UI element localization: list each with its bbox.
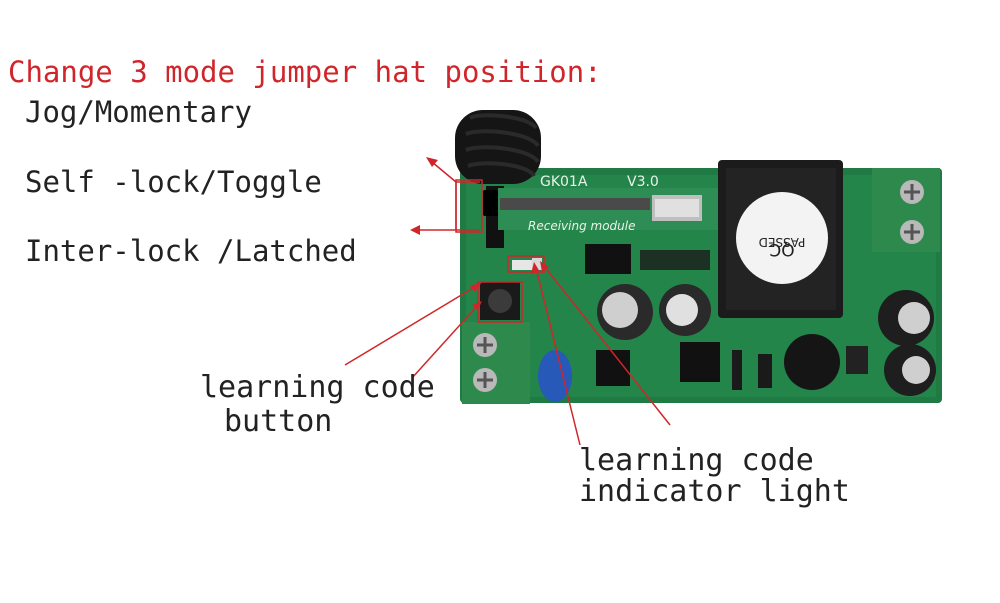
- indicator-label-line2: indicator light: [579, 474, 850, 509]
- relay-label-qc: QC: [769, 239, 794, 259]
- mode-self-lock-label: Self -lock/Toggle: [25, 165, 322, 199]
- relay-label-passed: PASSED: [759, 235, 806, 249]
- left-terminal-block: [462, 322, 530, 404]
- indicator-label-line1: learning code: [579, 443, 814, 478]
- mode-arrows: [410, 157, 483, 235]
- button-leader-lines: [344, 281, 523, 379]
- mode-jog-label: Jog/Momentary: [25, 95, 252, 129]
- module-label: Receiving module: [528, 219, 635, 233]
- board-model-label: GK01A: [540, 174, 588, 190]
- right-terminal-block: [872, 168, 940, 252]
- board-version-label: V3.0: [627, 174, 659, 190]
- antenna-coil: [455, 110, 541, 184]
- mode-inter-lock-label: Inter-lock /Latched: [25, 234, 357, 268]
- learning-button-label-line1: learning code: [200, 370, 435, 405]
- annotation-title: Change 3 mode jumper hat position:: [8, 55, 602, 89]
- receiving-module: Receiving module: [498, 188, 720, 233]
- capacitors: [597, 284, 936, 396]
- relay: QC PASSED: [718, 160, 843, 318]
- indicator-led: [512, 260, 532, 270]
- learning-button-label-line2: button: [224, 404, 333, 439]
- blue-capacitor: [538, 350, 572, 402]
- learning-code-button: [480, 282, 520, 320]
- indicator-leader-lines: [507, 255, 671, 446]
